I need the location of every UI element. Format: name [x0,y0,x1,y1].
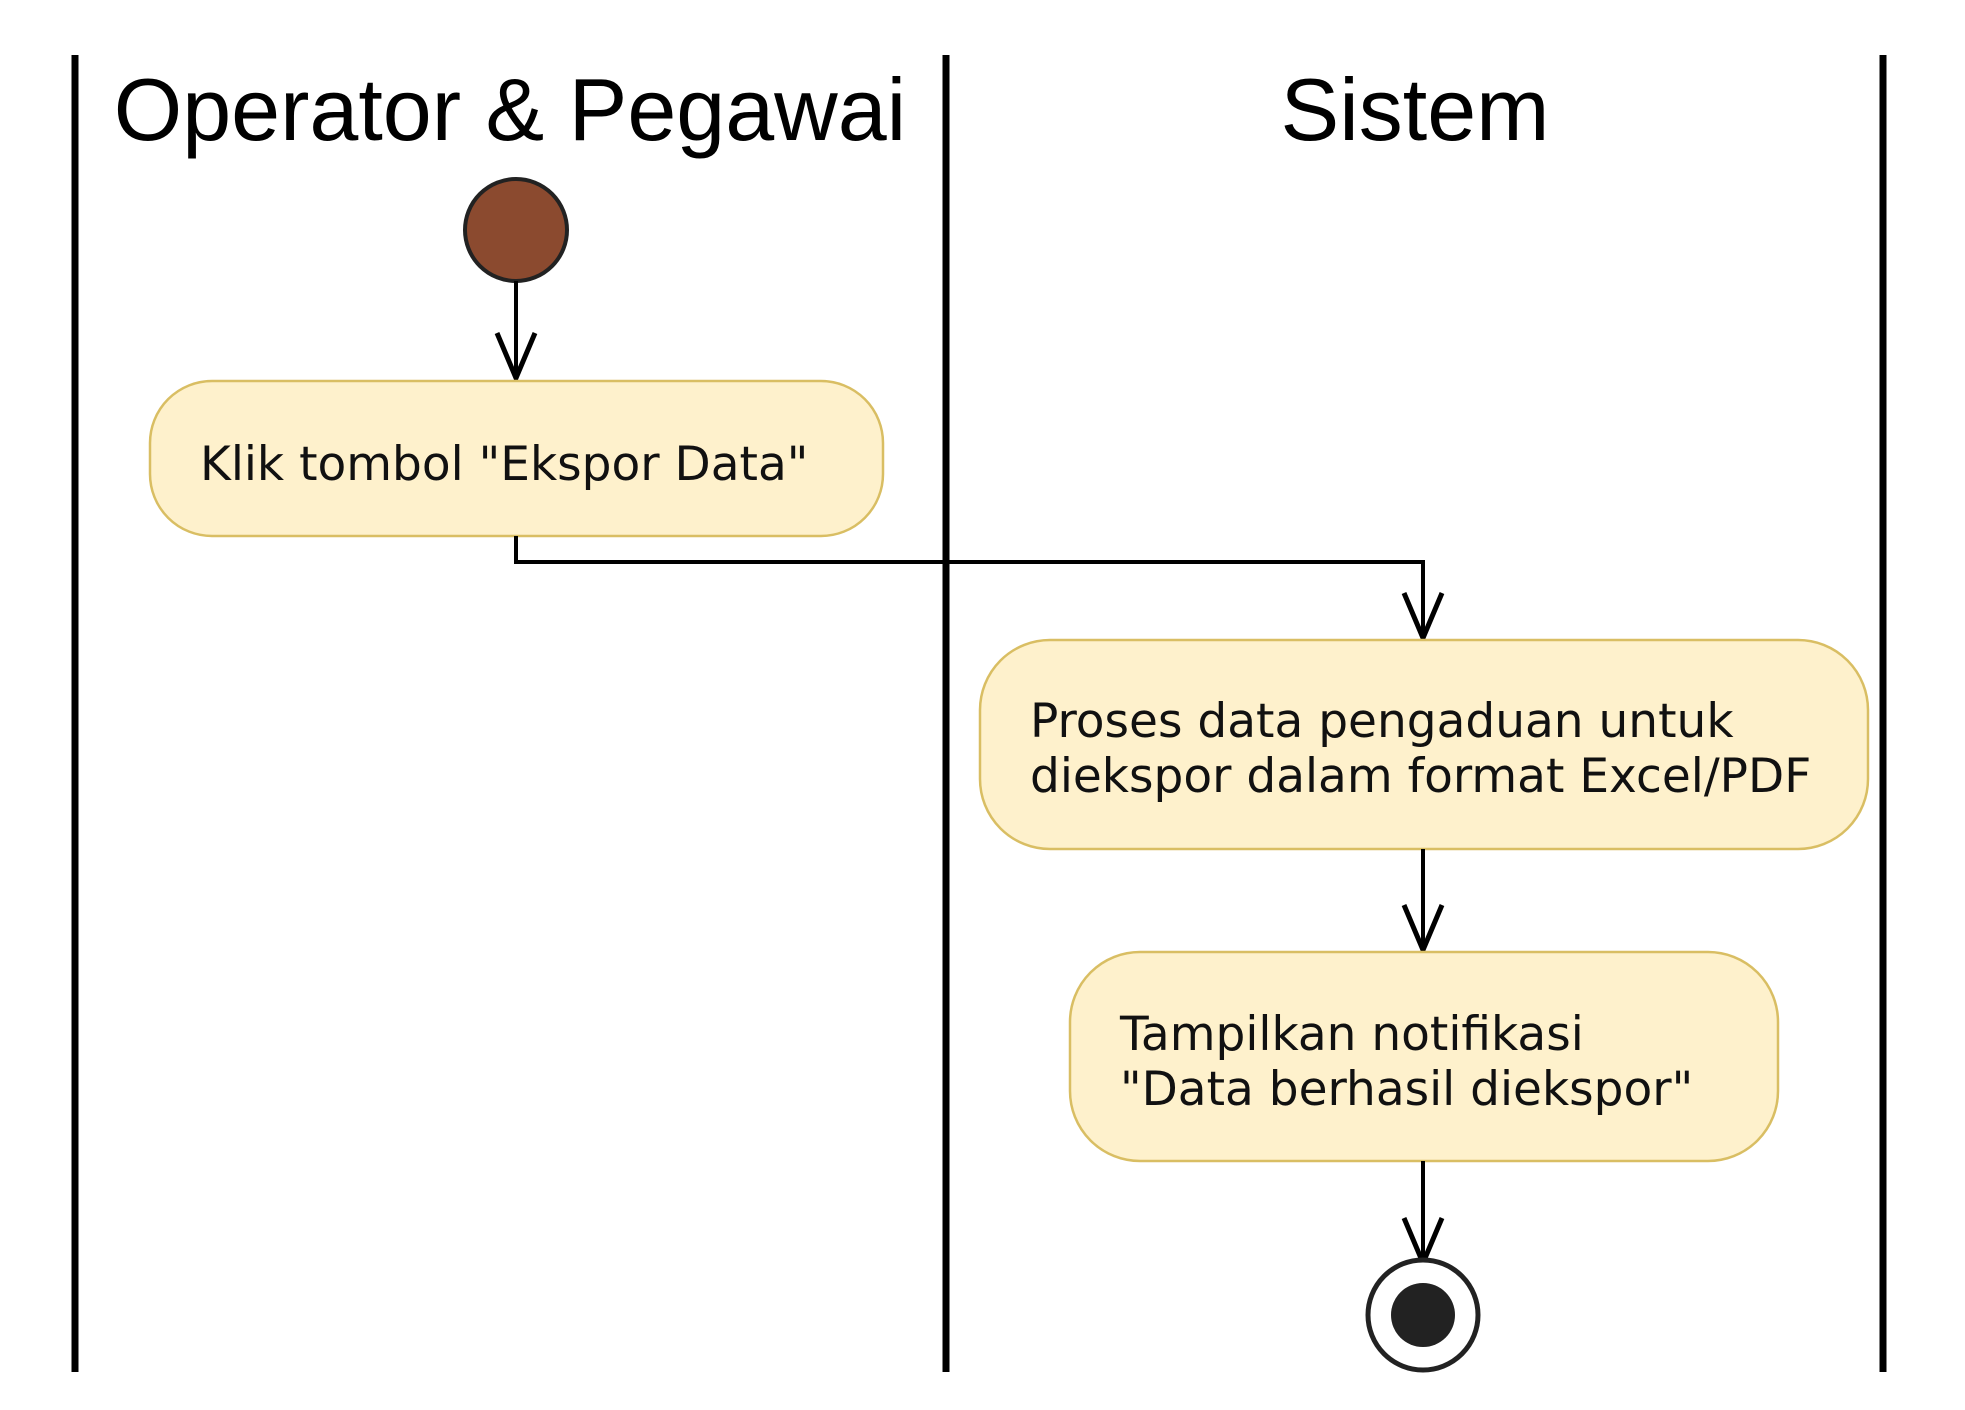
activity-process-data-text: Proses data pengaduan untuk diekspor dal… [1030,694,1811,804]
activity-show-notification-text: Tampilkan notifikasi "Data berhasil diek… [1119,1007,1693,1117]
arrowhead-click-to-process [1401,592,1445,645]
activity-process-data: Proses data pengaduan untuk diekspor dal… [978,638,1870,851]
activity-click-export: Klik tombol "Ekspor Data" [148,379,885,538]
activity-show-notification-line-2: "Data berhasil diekspor" [1120,1062,1693,1117]
lane-title-sistem: Sistem [1281,60,1550,159]
flow-click-to-process [514,536,1425,638]
arrowhead-start-to-click [494,332,538,385]
activity-show-notification-line-1: Tampilkan notifikasi [1119,1007,1584,1062]
activity-click-export-line-1: Klik tombol "Ekspor Data" [200,437,808,492]
final-node [1365,1257,1481,1373]
activity-process-data-line-2: diekspor dalam format Excel/PDF [1030,749,1811,804]
activity-click-export-text: Klik tombol "Ekspor Data" [200,437,808,492]
lane-title-operator: Operator & Pegawai [114,60,906,159]
arrowhead-process-to-notify [1401,904,1445,957]
final-node-core [1391,1283,1455,1347]
initial-node [463,177,569,283]
activity-show-notification: Tampilkan notifikasi "Data berhasil diek… [1068,950,1780,1163]
activity-process-data-line-1: Proses data pengaduan untuk [1030,694,1734,749]
